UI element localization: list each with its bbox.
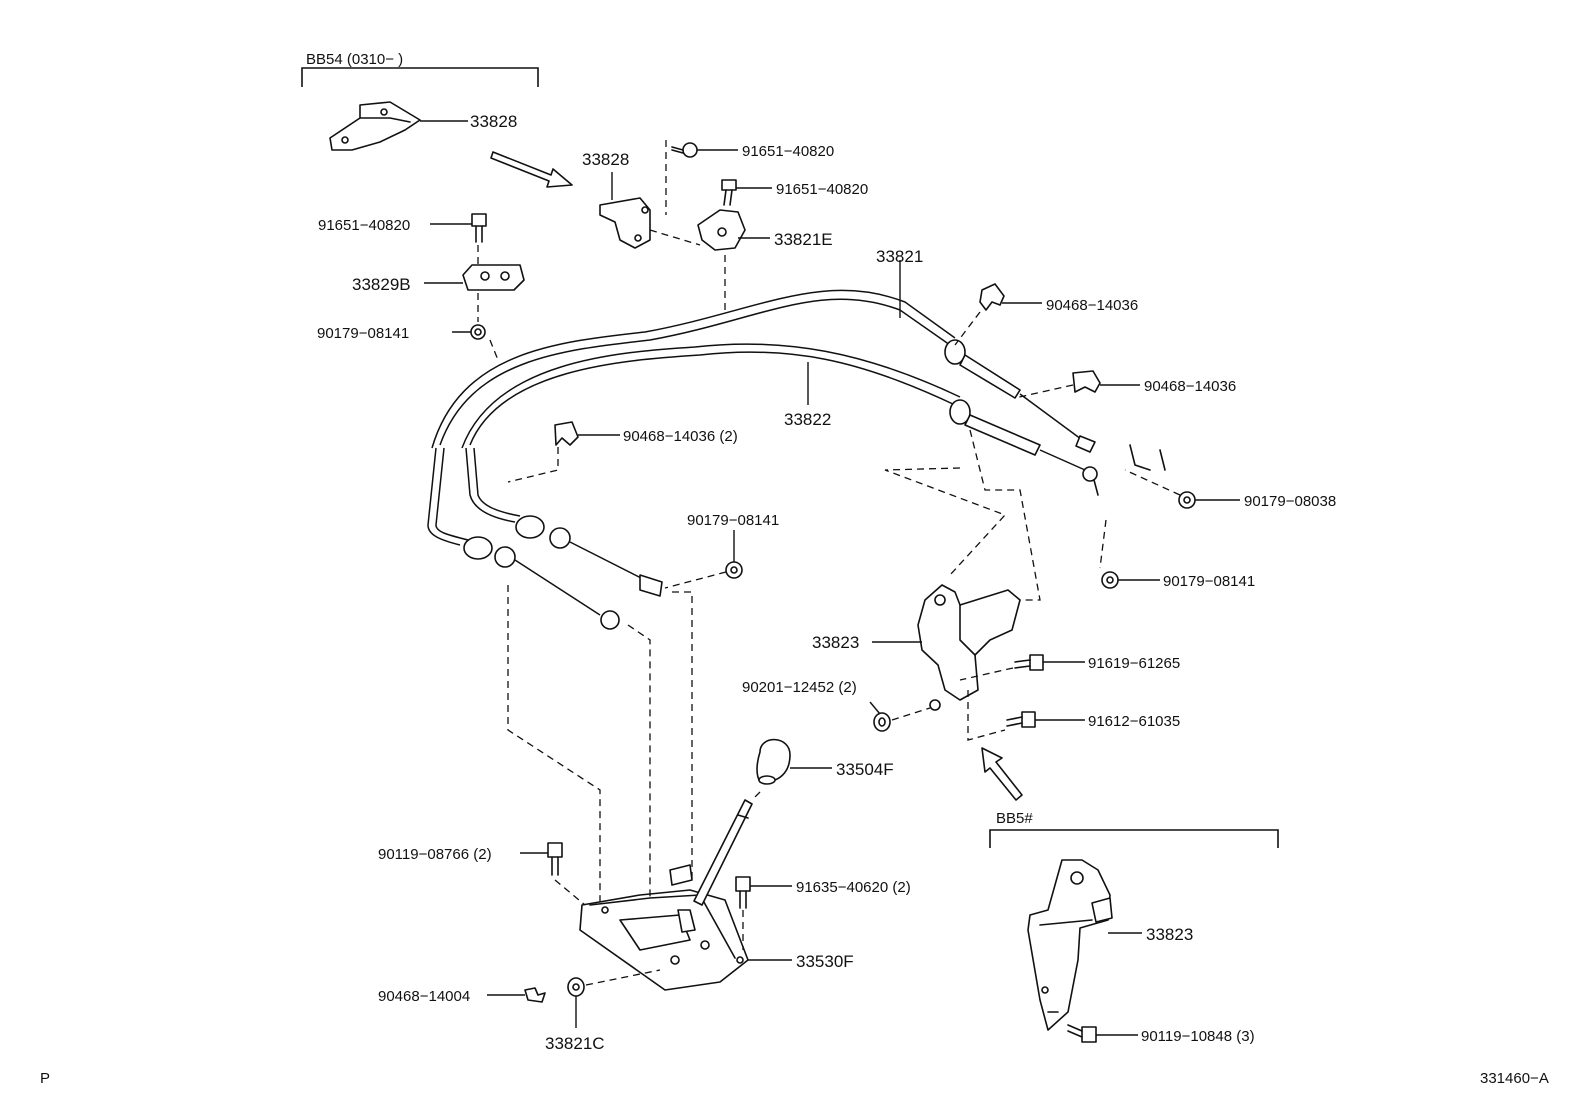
washer-90201-12452	[873, 712, 891, 732]
arrow-bb54-to-bracket	[490, 151, 573, 188]
clip-90468-14004	[524, 987, 546, 1003]
callout-90179-08038: 90179−08038	[1244, 493, 1336, 510]
callout-90119-10848: 90119−10848 (3)	[1141, 1028, 1255, 1045]
callout-33504F: 33504F	[836, 760, 894, 779]
bb5-group-bracket	[989, 829, 1279, 848]
cable-33822-right-end	[949, 399, 1099, 496]
clip-90468-14036-a	[979, 283, 1005, 311]
bolt-91619-61265	[1014, 654, 1044, 671]
bolt-91651-a	[671, 142, 698, 158]
callout-90179-08141-c: 90179−08141	[1163, 573, 1255, 590]
callout-90201-12452: 90201−12452 (2)	[742, 679, 857, 696]
clamp-33829B	[462, 264, 525, 291]
cable-33822	[461, 343, 961, 523]
callout-33828-mid: 33828	[582, 150, 629, 169]
callout-90179-08141-a: 90179−08141	[317, 325, 409, 342]
bolt-90119-08766	[547, 842, 563, 876]
bb5-group-label: BB5#	[996, 810, 1033, 827]
callout-90179-08141-b: 90179−08141	[687, 512, 779, 529]
diagram-code: 331460−A	[1480, 1070, 1549, 1087]
bb54-group-label: BB54 (0310− )	[306, 51, 403, 68]
callout-91635-40620: 91635−40620 (2)	[796, 879, 911, 896]
callout-91651-c: 91651−40820	[318, 217, 410, 234]
cable-33821-right-end	[944, 339, 1096, 453]
nut-90179-08141-c	[1101, 571, 1119, 589]
bolt-91635-40620	[735, 876, 751, 909]
bracket-33823-bb5	[1027, 859, 1113, 1031]
callout-33829B: 33829B	[352, 275, 411, 294]
bolt-90119-10848	[1067, 1024, 1097, 1043]
corner-mark-left: P	[40, 1070, 50, 1087]
callout-91612-61035: 91612−61035	[1088, 713, 1180, 730]
bolt-91651-b	[721, 179, 737, 206]
nut-90179-08141-b	[725, 561, 743, 579]
callout-91651-a: 91651−40820	[742, 143, 834, 160]
bb54-group-bracket	[301, 67, 539, 87]
bolt-91651-c	[471, 213, 487, 243]
callout-33821: 33821	[876, 247, 923, 266]
callout-90119-08766: 90119−08766 (2)	[378, 846, 492, 863]
clip-90468-14036-c	[554, 421, 579, 446]
bolt-91612-61035	[1006, 711, 1036, 728]
bracket-33828-bb54	[329, 101, 421, 151]
bracket-33823-mid	[917, 584, 1021, 711]
callout-90468-14036-a: 90468−14036	[1046, 297, 1138, 314]
callout-90468-14036-c: 90468−14036 (2)	[623, 428, 738, 445]
callout-33823-b: 33823	[1146, 925, 1193, 944]
bracket-33821E	[697, 209, 746, 251]
nut-90179-08038	[1178, 491, 1196, 509]
callout-90468-14004: 90468−14004	[378, 988, 470, 1005]
cable-33822-left-end	[515, 515, 663, 597]
callout-91651-b: 91651−40820	[776, 181, 868, 198]
callout-33821C: 33821C	[545, 1034, 605, 1053]
bracket-33828	[599, 197, 651, 249]
cable-33821	[427, 289, 956, 546]
shift-lever-rod	[693, 799, 753, 906]
washer-33821C	[567, 977, 585, 997]
nut-90179-08141-a	[470, 324, 486, 340]
shift-knob-33504F	[756, 738, 791, 785]
cable-33821-left-end	[463, 536, 620, 630]
callout-33530F: 33530F	[796, 952, 854, 971]
callout-90468-14036-b: 90468−14036	[1144, 378, 1236, 395]
arrow-bb5-to-bracket	[981, 747, 1023, 801]
callout-91619-61265: 91619−61265	[1088, 655, 1180, 672]
callout-33821E: 33821E	[774, 230, 833, 249]
shift-lever-assembly-33530F	[579, 864, 749, 991]
callout-33822: 33822	[784, 410, 831, 429]
callout-33823-a: 33823	[812, 633, 859, 652]
clip-90468-14036-b	[1072, 370, 1101, 393]
callout-33828-top: 33828	[470, 112, 517, 131]
